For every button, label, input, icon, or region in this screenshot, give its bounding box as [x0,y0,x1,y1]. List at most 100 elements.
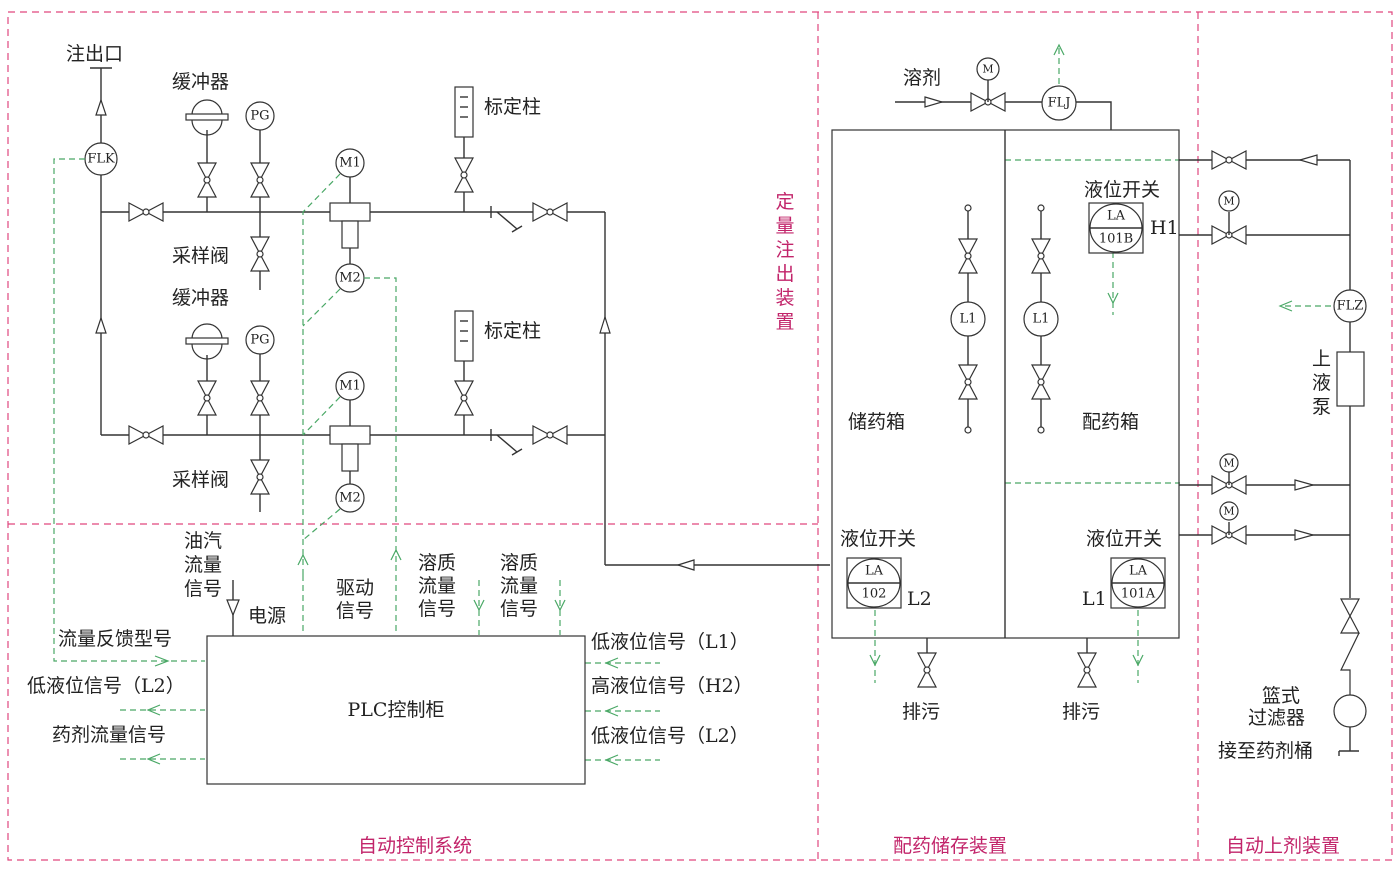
right-signal-label: 高液位信号（H2） [591,675,753,697]
level-gauge: L1 [950,204,986,434]
flow-arrow-icon [1294,529,1316,541]
feed-pump [1336,351,1365,407]
flow-arrow-icon [1294,479,1316,491]
valve-icon [197,162,217,198]
solute-signal-label: 溶质 [418,552,456,574]
check-valve-icon [1340,632,1360,695]
valve-icon [128,425,164,445]
level-switch-101a: LA 101A [1110,557,1166,609]
pg-label: PG [250,109,269,124]
sampling-valve-icon [250,459,270,495]
valve-icon [197,380,217,416]
zone-label-control: 自动控制系统 [358,835,472,857]
calibration-column [454,86,474,138]
filter-label: 过滤器 [1248,707,1305,729]
oil-gas-signal-label: 流量 [184,554,222,576]
drain-label: 排污 [902,701,940,723]
left-signal-label: 流量反馈型号 [58,628,172,650]
left-signal-label: 低液位信号（L2） [27,675,185,697]
zone-label-dosing: 定量注出装置 [775,191,794,333]
sampling-valve-icon [250,236,270,272]
solute-signal-label: 信号 [418,598,456,620]
mixing-tank-label: 配药箱 [1082,411,1139,433]
zone-label-char: 装 [775,287,794,309]
metering-pump [329,425,371,445]
storage-tank-label: 储药箱 [848,411,905,433]
m2-label: M2 [339,271,361,286]
left-signal-label: 药剂流量信号 [52,724,166,746]
solute-signal-label: 溶质 [500,552,538,574]
l1-label: L1 [1082,588,1107,610]
oil-gas-signal-label: 油汽 [184,530,222,552]
h1-label: H1 [1150,217,1179,239]
solute-signal-label: 流量 [500,575,538,597]
la-label: LA [1129,564,1148,579]
valve-icon [1211,150,1247,170]
storage-section: M FLJ L1 L1 LA 101B [831,57,1180,688]
calibration-label: 标定柱 [484,96,541,118]
zone-label-char: 定 [775,191,794,213]
buffer-label: 缓冲器 [172,287,229,309]
pg-label: PG [250,333,269,348]
calibration-label: 标定柱 [484,320,541,342]
sampling-valve-label: 采样阀 [172,245,229,267]
pump-label: 上 [1312,348,1331,370]
motor-label: M [1223,195,1234,208]
zone-label-char: 注 [775,239,794,261]
barrel-label: 接至药剂桶 [1218,740,1313,762]
motor-icon [1219,501,1239,521]
pump-label: 泵 [1312,396,1331,418]
zone-label-char: 量 [775,215,794,237]
flj-instrument [1041,85,1077,121]
m1-label: M1 [339,156,361,171]
m1-label: M1 [339,379,361,394]
gauge-label: L1 [1033,312,1050,327]
buffer-icon [185,337,229,345]
motor-icon [1219,453,1239,473]
flz-label: FLZ [1337,299,1364,314]
valve-icon [454,157,474,193]
zone-label-storage: 配药储存装置 [893,835,1007,857]
flow-arrow-icon [599,314,611,334]
drive-signal-label: 驱动 [336,577,374,599]
level-switch-label: 液位开关 [840,528,916,550]
flj-label: FLJ [1048,96,1071,111]
labels: 注出口 缓冲器 采样阀 缓冲器 采样阀 标定柱 标定柱 油汽 流量 信号 电源 … [27,43,1340,857]
drive-signal-label: 信号 [336,600,374,622]
right-signal-label: 低液位信号（L1） [591,631,749,653]
outlet-label: 注出口 [66,43,123,65]
level-gauge: L1 [1023,204,1059,434]
la-label: LA [865,564,884,579]
solvent-label: 溶剂 [903,67,941,89]
valve-icon [1340,598,1360,634]
loading-section: M FLZ M M [1179,150,1367,756]
motor-label: M [982,63,993,76]
motor-label: M [1223,505,1234,518]
motor-label: M [1223,457,1234,470]
level-switch-label: 液位开关 [1086,528,1162,550]
valve-icon [454,380,474,416]
zone-label-char: 置 [775,311,794,333]
signal-lines [53,43,1333,766]
power-arrow-icon [226,599,240,617]
valve-icon [532,202,568,222]
zone-borders [7,11,1393,861]
level-switch-101b: LA 101B [1088,202,1144,254]
flow-arrow-icon [1297,154,1318,166]
m2-label: M2 [339,491,361,506]
sampling-valve-label: 采样阀 [172,469,229,491]
flow-arrow-icon [924,96,945,108]
calibration-column [454,310,474,362]
motor-icon [1218,190,1240,212]
plc-cabinet [206,635,586,785]
basket-filter [1333,694,1367,728]
solute-signal-label: 流量 [418,575,456,597]
metering-pump [329,202,371,222]
valve-icon [250,162,270,198]
oil-gas-signal-label: 信号 [184,578,222,600]
gauge-label: L1 [960,312,977,327]
level-switch-102: LA 102 [846,557,902,609]
la-label: LA [1107,209,1126,224]
flow-arrow-icon [95,316,107,334]
